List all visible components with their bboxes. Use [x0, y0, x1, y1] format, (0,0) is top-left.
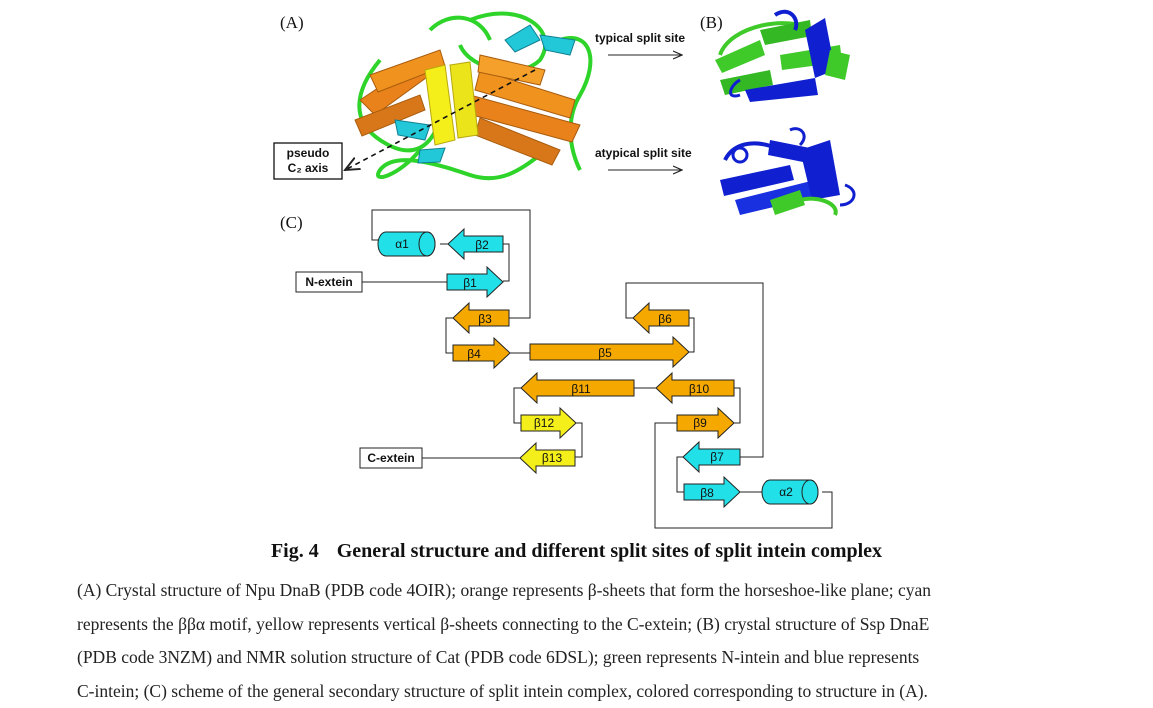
caption-line-text: (PDB code 3NZM) and NMR solution structu…: [77, 641, 919, 675]
helix-a2: α2: [762, 480, 818, 504]
strand-b11-label: β11: [571, 382, 591, 396]
strand-b11: β11: [521, 373, 634, 403]
figure-graphic: (A) (B) (C) pseudo C₂ axis typical split…: [0, 0, 1153, 540]
strand-b5: β5: [530, 337, 689, 367]
pseudo-axis-label-line2: C₂ axis: [288, 161, 329, 175]
strand-b13-label: β13: [542, 451, 563, 465]
figure-title: General structure and different split si…: [337, 540, 882, 562]
strand-b8: β8: [684, 477, 740, 507]
strand-b12: β12: [521, 408, 576, 438]
strand-b3: β3: [453, 303, 509, 333]
strand-b6-label: β6: [658, 312, 672, 326]
strand-b8-label: β8: [700, 486, 714, 500]
caption-line-text: C-intein; (C) scheme of the general seco…: [77, 675, 928, 708]
typical-split-label: typical split site: [595, 31, 685, 45]
strand-b7-label: β7: [710, 450, 724, 464]
atypical-split-label: atypical split site: [595, 146, 692, 160]
figure-number: Fig. 4: [271, 540, 319, 562]
strand-b5-label: β5: [598, 346, 612, 360]
strand-b7: β7: [683, 442, 740, 472]
pseudo-axis-label-line1: pseudo: [287, 146, 330, 160]
caption-line-text: represents the ββα motif, yellow represe…: [77, 608, 929, 642]
helix-a2-label: α2: [779, 485, 793, 499]
strand-b4-label: β4: [467, 347, 481, 361]
caption-line: C-intein; (C) scheme of the general seco…: [77, 675, 1077, 708]
strand-b2-label: β2: [475, 238, 489, 252]
panel-a-structure: [345, 14, 590, 179]
strand-b6: β6: [633, 303, 689, 333]
panel-label-a: (A): [280, 13, 304, 32]
caption-line: represents the ββα motif, yellow represe…: [77, 608, 1077, 642]
topology-connectors: [362, 210, 832, 528]
caption-line-text: (A) Crystal structure of Npu DnaB (PDB c…: [77, 574, 931, 608]
helix-a1-label: α1: [395, 237, 409, 251]
figure-caption-title: Fig. 4 General structure and different sp…: [0, 540, 1153, 563]
strand-b4: β4: [453, 338, 510, 368]
strand-b1-label: β1: [463, 276, 477, 290]
strand-b3-label: β3: [478, 312, 492, 326]
atypical-split-structure: [720, 129, 854, 215]
strand-b10: β10: [656, 373, 734, 403]
caption-line: (PDB code 3NZM) and NMR solution structu…: [77, 641, 1077, 675]
panel-label-b: (B): [700, 13, 723, 32]
c-extein-label: C-extein: [367, 451, 414, 465]
strand-b10-label: β10: [689, 382, 710, 396]
strand-b9: β9: [677, 408, 734, 438]
strand-b9-label: β9: [693, 416, 707, 430]
typical-split-structure: [715, 12, 850, 102]
strand-b13: β13: [520, 443, 575, 473]
figure-caption-body: (A) Crystal structure of Npu DnaB (PDB c…: [77, 574, 1077, 708]
helix-a1: α1: [378, 232, 435, 256]
strand-b1: β1: [447, 267, 503, 297]
strand-b2: β2: [448, 229, 503, 259]
n-extein-label: N-extein: [305, 275, 352, 289]
strand-b12-label: β12: [534, 416, 555, 430]
caption-line: (A) Crystal structure of Npu DnaB (PDB c…: [77, 574, 1077, 608]
panel-label-c: (C): [280, 213, 303, 232]
